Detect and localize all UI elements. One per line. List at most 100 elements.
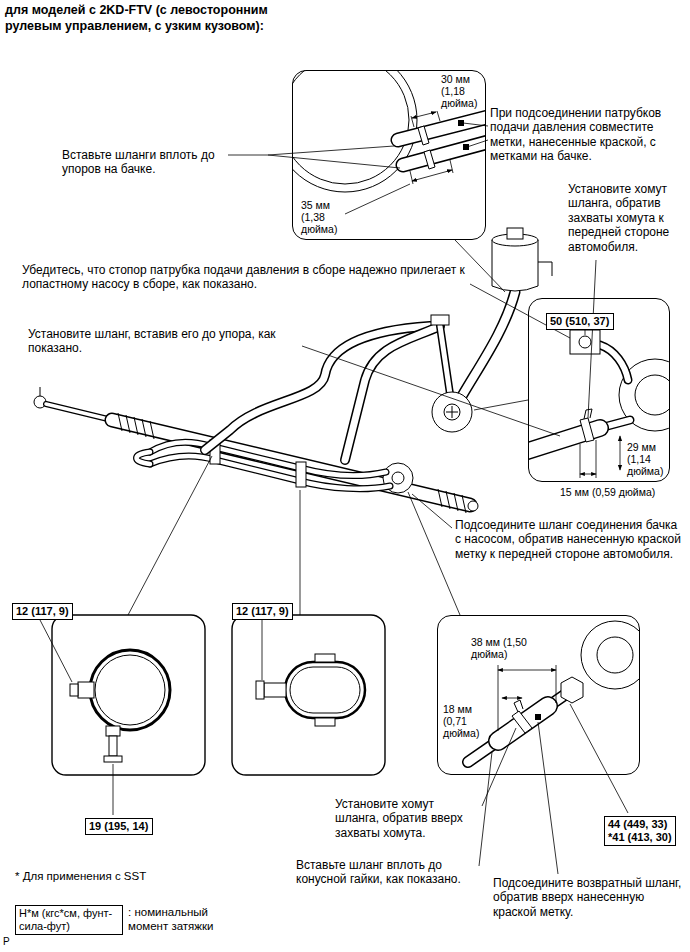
leader-line [463,123,488,147]
rack-boot [118,413,154,439]
bolt [256,681,264,699]
torque-value: 44 (449, 33) [608,818,667,831]
instruction-note: Убедитесь, что стопор патрубка подачи да… [22,263,467,292]
clamp [424,150,435,169]
instruction-note: При подсоединении патрубков подачи давле… [490,106,686,164]
return-pipe [468,694,566,762]
steering-rack [112,420,470,505]
inset-frame [232,615,385,775]
pressure-tube [600,345,628,380]
hydraulic-pipe [137,452,151,464]
hose [345,326,440,460]
dimension-label: 30 мм (1,18 дюйма) [441,73,481,109]
dimension-line [502,698,522,699]
pipe-clamp [285,662,365,718]
dimension-line [412,112,436,118]
leader-line [538,722,558,874]
dimension-line [412,170,452,181]
pressure-tube [440,326,450,394]
leader-line [113,764,114,815]
pinion-housing [392,472,404,484]
inset-connector [128,456,212,615]
clamp-ridge [315,654,335,662]
inset-connector [408,492,460,615]
return-hose [498,706,548,741]
diagram-title: для моделей с 2KD-FTV (с левосторонним р… [5,3,310,34]
torque-box: 12 (117, 9) [232,603,293,620]
rack-end [468,501,478,511]
return-pipe [468,694,566,762]
torque-box: 19 (195, 14) [85,818,153,835]
hydraulic-pipe [137,452,151,464]
inset-detail [292,70,486,214]
leader-line [479,752,492,866]
reservoir-top [292,70,417,192]
torque-box: 50 (510, 37) [546,313,614,330]
leader-line [570,704,628,813]
instruction-note: Установите хомут шланга, обратив захваты… [568,182,686,254]
torque-box: 12 (117, 9) [12,603,73,620]
bolt [579,336,591,348]
bolt [104,756,122,762]
dimension-label: 29 мм (1,14 дюйма) [627,441,665,477]
hose [345,326,440,460]
valve-housing [581,621,640,689]
dimension-line [580,440,596,478]
instruction-note: * Для применения с SST [15,870,185,884]
inset-detail [528,330,670,478]
bolt [109,736,117,756]
hose [462,292,515,396]
dimension-label: 38 мм (1,50 дюйма) [471,636,535,660]
dimension-label: 18 мм (0,71 дюйма) [443,703,481,739]
clamp-tab [106,726,120,736]
torque-value: 50 (510, 37) [550,315,609,328]
clamp-grip [514,700,523,712]
leader-line [40,620,72,682]
clamp-ridge [315,718,335,726]
vane-pump [444,404,460,420]
leader-line [588,260,596,418]
pressure-fitting [431,315,449,325]
vane-pump [635,375,670,415]
pipe-clamp [290,667,360,713]
instruction-note: Подсоедините возвратный шланг, обратив в… [493,876,685,919]
instruction-note: Подсоедините шланг соединения бачка с на… [455,518,683,561]
dimension-label: 35 мм (1,38 дюйма) [301,199,341,235]
pipe-clamp [90,650,170,730]
instruction-note: Вставьте шланг вплоть до конусной гайки,… [296,858,476,887]
instruction-note: Установите шланг, вставив его до упора, … [28,327,298,356]
torque-value: 12 (117, 9) [236,605,289,618]
dimension-line [498,670,556,671]
dimension-line [620,436,621,470]
tie-rod [46,404,112,420]
pipe-clamp [296,462,306,487]
leader-line [412,494,452,528]
dimension-line [411,111,440,127]
steering-rack [112,420,470,505]
legend-text: : номинальный момент затяжки [128,906,228,934]
leader-line [262,620,263,680]
inset-frame [52,615,205,775]
unit-label: Н*м (кгс*см, фунт-сила-фут) [15,905,123,935]
rack-boot [438,489,466,513]
clamp-tab [78,682,94,698]
torque-legend: Н*м (кгс*см, фунт-сила-фут): номинальный… [15,905,228,935]
valve-housing [597,637,633,673]
clamp-tab [264,683,286,697]
instruction-note: Вставьте шланги вплоть до упоров на бачк… [62,148,247,177]
torque-value: 12 (117, 9) [16,605,69,618]
vane-pump [446,406,458,418]
cone-nut [561,677,583,703]
detail-inset: 29 мм (1,14 дюйма) 50 (510, 37) [528,298,670,482]
tie-rod-stud [40,387,41,396]
inset-connector [300,490,301,615]
leader-line [302,346,560,436]
torque-box: 44 (449, 33)*41 (413, 30) [604,816,676,846]
inset-detail [468,621,640,762]
dimension-label: 15 мм (0,59 дюйма) [560,486,680,499]
figure-code: P [3,936,23,948]
clamp [580,418,594,442]
torque-value: 19 (195, 14) [89,820,148,833]
reservoir-cap [507,228,523,239]
detail-inset: 38 мм (1,50 дюйма) 18 мм (0,71 дюйма) [437,615,640,775]
